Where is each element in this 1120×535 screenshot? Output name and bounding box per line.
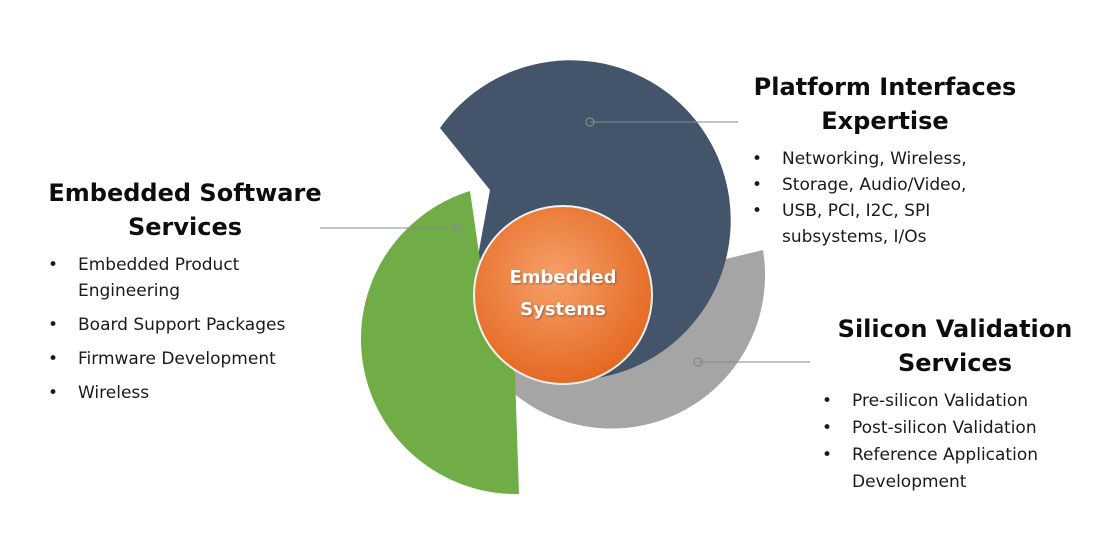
platform-heading: Platform Interfaces Expertise	[740, 70, 1030, 138]
silicon-bullet-list: Pre-silicon Validation Post-silicon Vali…	[818, 388, 1113, 496]
silicon-connector-dot	[693, 357, 703, 367]
silicon-heading: Silicon Validation Services	[810, 312, 1100, 380]
silicon-bullet-item: Reference Application	[818, 442, 1113, 469]
software-heading-line1: Embedded Software	[48, 179, 322, 207]
software-heading-line2: Services	[127, 213, 243, 241]
platform-bullet-item: Networking, Wireless,	[748, 146, 1048, 172]
embedded-systems-hub	[473, 205, 653, 385]
platform-heading-line2: Expertise	[821, 107, 949, 135]
software-bullet-list: Embedded Product Engineering Board Suppo…	[44, 252, 344, 406]
software-bullet-continuation: Engineering	[78, 281, 180, 301]
software-bullet-item: Board Support Packages	[44, 312, 344, 338]
silicon-heading-line2: Services	[897, 349, 1013, 377]
platform-bullet-continuation: subsystems, I/Os	[782, 227, 927, 247]
hub-label-line2: Systems	[520, 299, 606, 320]
hub-label-line1: Embedded	[509, 267, 617, 288]
platform-bullet-item: USB, PCI, I2C, SPI	[748, 198, 1048, 224]
silicon-heading-line1: Silicon Validation	[837, 315, 1073, 343]
software-connector-dot	[453, 223, 463, 233]
hub-label: Embedded Systems	[480, 262, 646, 326]
platform-heading-line1: Platform Interfaces	[753, 73, 1017, 101]
silicon-bullet-item: Post-silicon Validation	[818, 415, 1113, 442]
software-heading: Embedded Software Services	[40, 176, 330, 244]
software-bullet-item: Wireless	[44, 380, 344, 406]
platform-connector-dot	[585, 117, 595, 127]
software-bullet-item: Firmware Development	[44, 346, 344, 372]
platform-bullet-item: Storage, Audio/Video,	[748, 172, 1048, 198]
software-bullet-item: Embedded Product	[44, 252, 344, 278]
silicon-bullet-continuation: Development	[852, 472, 967, 492]
silicon-bullet-item: Pre-silicon Validation	[818, 388, 1113, 415]
platform-bullet-list: Networking, Wireless, Storage, Audio/Vid…	[748, 146, 1048, 250]
